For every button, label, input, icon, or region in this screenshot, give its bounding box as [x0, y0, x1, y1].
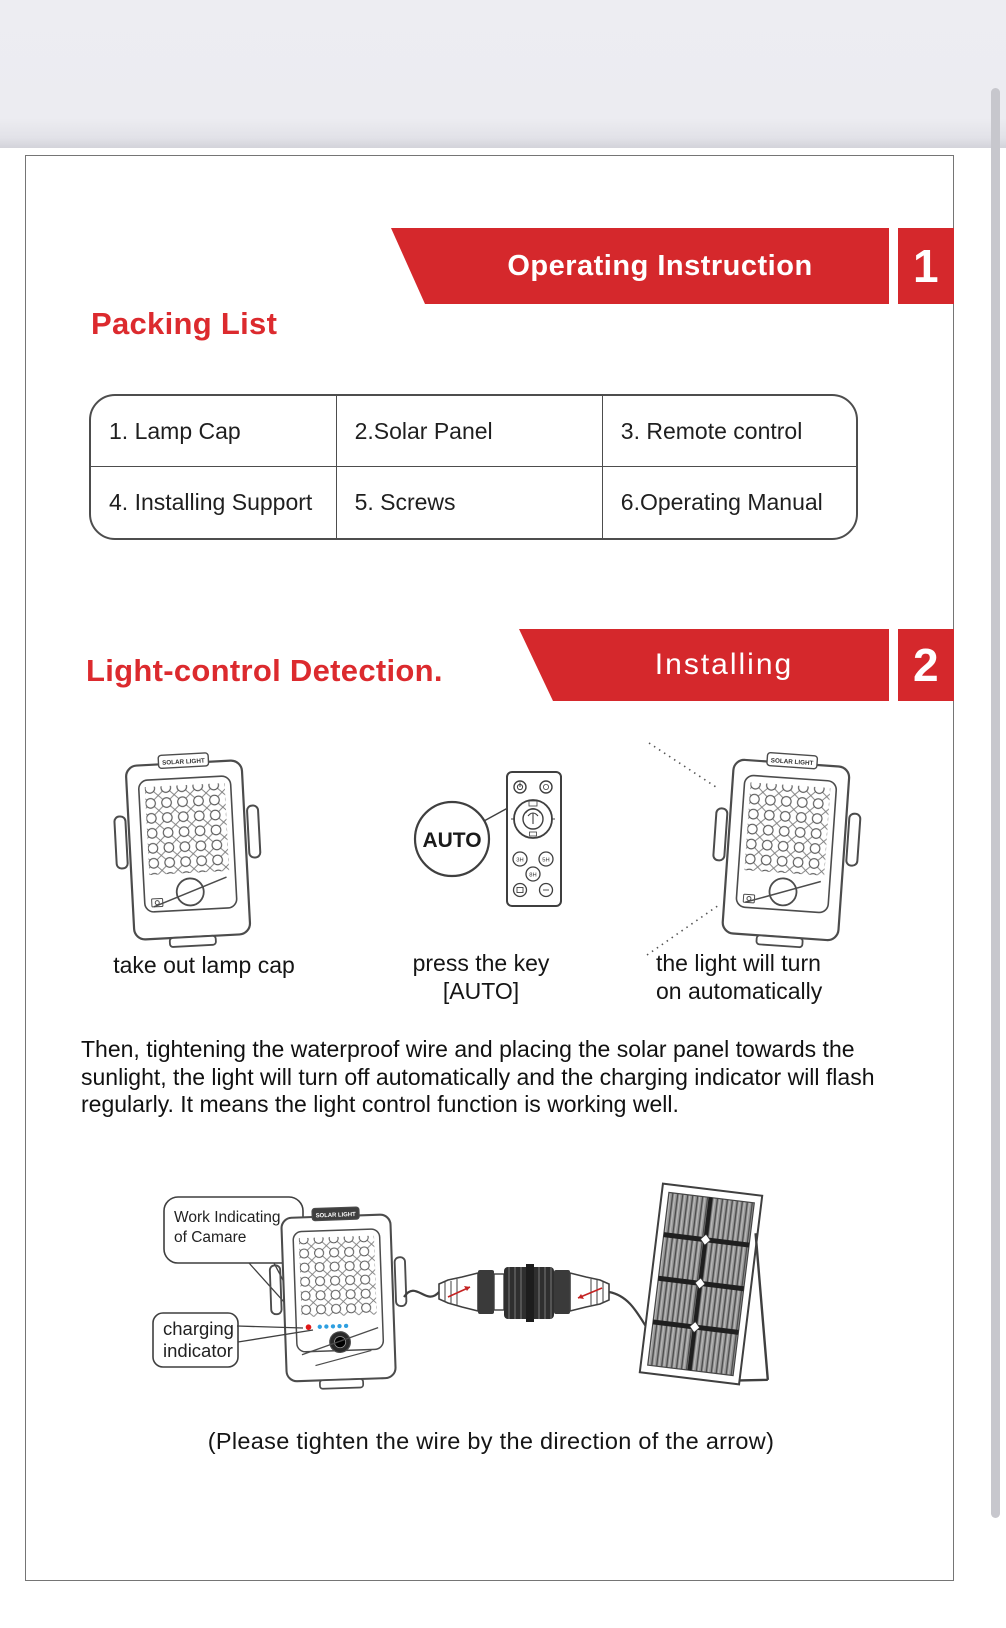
- charging-callout-line2: indicator: [163, 1340, 233, 1361]
- auto-key-circle: [413, 800, 491, 878]
- packing-item-3: 3. Remote control: [602, 396, 856, 467]
- work-indicator-dot: [305, 1324, 312, 1331]
- section-1-number-box: 1: [898, 228, 954, 304]
- charging-indicator-dots: [317, 1323, 349, 1329]
- step-1-caption: take out lamp cap: [113, 952, 295, 978]
- charging-callout-line1: charging: [163, 1318, 234, 1339]
- remote-btn-8h: 8H: [529, 873, 536, 879]
- led-grid: [298, 1235, 377, 1318]
- light-ray-top: [648, 742, 720, 790]
- step-2-caption: press the key [AUTO]: [386, 949, 576, 1005]
- diagram-note: (Please tighten the wire by the directio…: [207, 1428, 775, 1454]
- manual-page: Operating Instruction 1 Packing List 1. …: [25, 155, 954, 1581]
- remote-btn-5h: 5H: [542, 858, 549, 864]
- lamp-brand-label: SOLAR LIGHT: [316, 1212, 357, 1219]
- lamp-illustration-1: SOLAR LIGHT: [113, 752, 262, 948]
- section-1-banner: Operating Instruction: [391, 228, 889, 304]
- remote-illustration: AUTO 3H 5H 8H: [413, 771, 562, 907]
- viewer-chrome-gap: [0, 0, 1006, 148]
- sensor-circle: [768, 877, 798, 907]
- section-2-title: Installing: [654, 648, 794, 681]
- camera-callout: Work Indicating of Camare: [163, 1196, 306, 1323]
- panel-stand: [739, 1233, 770, 1382]
- packing-item-5: 5. Screws: [337, 467, 603, 538]
- wiring-diagram: Work Indicating of Camare SOLAR LIGHT: [152, 1182, 770, 1390]
- led-grid: [744, 782, 831, 876]
- lamp-brand-label: SOLAR LIGHT: [162, 757, 205, 766]
- connector-left-plug: [438, 1270, 505, 1314]
- camera-callout-line1: Work Indicating: [174, 1209, 281, 1226]
- solar-panel: [638, 1182, 770, 1386]
- section-1-title: Operating Instruction: [507, 249, 813, 282]
- light-ray-bottom: [646, 904, 720, 956]
- packing-item-4: 4. Installing Support: [91, 467, 337, 538]
- section-2-number: 2: [912, 639, 939, 691]
- instruction-paragraph: Then, tightening the waterproof wire and…: [81, 1036, 875, 1117]
- connector-coupler: [504, 1264, 554, 1322]
- step-3-caption-line1: the light will turn: [656, 950, 821, 976]
- camera-callout-line2: of Camare: [174, 1229, 246, 1246]
- packing-list-title: Packing List: [91, 306, 278, 341]
- diagram-lamp: SOLAR LIGHT: [268, 1206, 408, 1390]
- step-2-caption-line1: press the key: [412, 950, 550, 976]
- sensor-circle: [175, 877, 205, 907]
- section-2-banner: Installing: [519, 629, 889, 701]
- light-control-heading: Light-control Detection.: [86, 653, 443, 688]
- packing-item-2: 2.Solar Panel: [336, 396, 603, 467]
- section-2-number-box: 2: [898, 629, 954, 701]
- connector-right-plug: [554, 1270, 610, 1314]
- packing-table: 1. Lamp Cap 2.Solar Panel 3. Remote cont…: [89, 394, 858, 540]
- auto-key-label: AUTO: [422, 829, 481, 852]
- step-3-caption-line2: on automatically: [656, 978, 823, 1004]
- step-3-caption: the light will turn on automatically: [656, 949, 886, 1005]
- step-2-caption-line2: [AUTO]: [442, 978, 520, 1004]
- lamp-brand-label: SOLAR LIGHT: [771, 757, 814, 767]
- charging-callout: charging indicator: [152, 1312, 314, 1368]
- lamp-illustration-2: SOLAR LIGHT: [646, 742, 862, 956]
- remote-body: 3H 5H 8H: [506, 771, 562, 907]
- packing-item-1: 1. Lamp Cap: [91, 396, 337, 467]
- remote-btn-3h: 3H: [516, 858, 523, 864]
- led-grid: [144, 782, 230, 876]
- scrollbar-thumb[interactable]: [991, 88, 1000, 1518]
- packing-item-6: 6.Operating Manual: [620, 489, 823, 515]
- wire-left: [403, 1289, 440, 1298]
- section-1-number: 1: [912, 240, 939, 292]
